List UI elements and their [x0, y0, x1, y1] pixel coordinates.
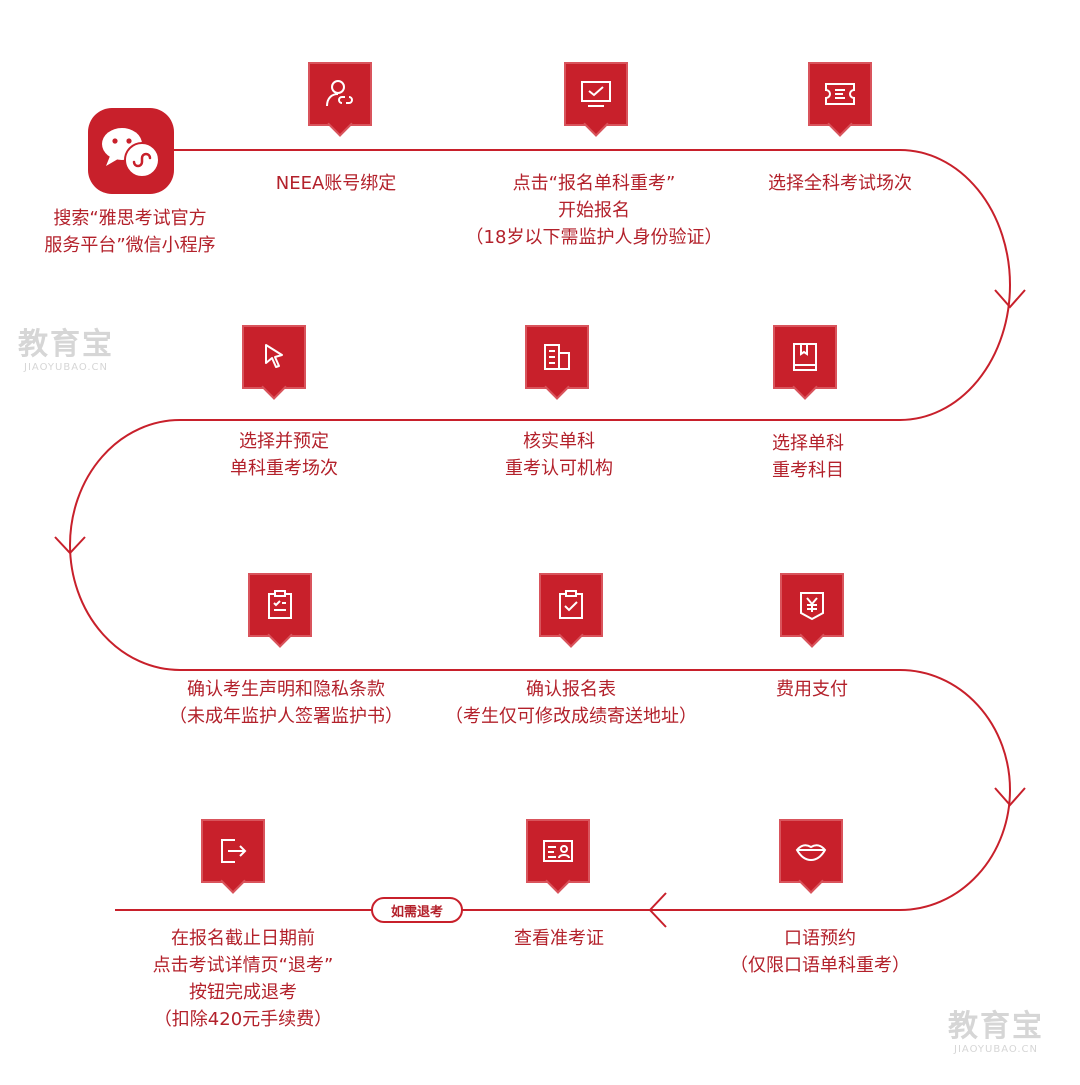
book-icon [793, 343, 817, 371]
step-confirm-form-label: 确认报名表 （考生仅可修改成绩寄送地址） [445, 679, 697, 727]
step-confirm-form-icon-box [539, 573, 603, 637]
flow-arrow-right-2 [994, 787, 1026, 807]
step-verify-institution-icon-box [525, 325, 589, 389]
step-declaration-icon-box [248, 573, 312, 637]
clipboard-list-icon [268, 590, 292, 619]
step-full-session-label: 选择全科考试场次 [768, 173, 912, 194]
step-full-session-icon-box [808, 62, 872, 126]
step-withdraw-icon-box [201, 819, 265, 883]
exit-icon [221, 839, 247, 863]
user-link-icon [326, 80, 353, 107]
step-start-register-icon-box [564, 62, 628, 126]
clipboard-check-icon [559, 590, 583, 619]
step-verify-institution-label: 核实单科 重考认可机构 [505, 431, 613, 479]
flow-arrow-left [54, 536, 86, 555]
step-start-register-label: 点击“报名单科重考” 开始报名 （18岁以下需监护人身份验证） [465, 173, 723, 248]
monitor-check-icon [581, 81, 611, 107]
step-payment-icon-box [780, 573, 844, 637]
building-icon [544, 344, 570, 370]
ticket-icon [825, 83, 855, 105]
step-speaking-icon-box [779, 819, 843, 883]
wechat-mini-program-icon [102, 128, 160, 178]
step-neea-account-label: NEEA账号绑定 [275, 173, 397, 194]
watermark-left: 教育宝 JIAOYUBAO.CN [18, 327, 114, 374]
step-reserve-session-label: 选择并预定 单科重考场次 [230, 431, 338, 479]
step-payment-label: 费用支付 [776, 679, 848, 700]
cursor-icon [265, 344, 283, 368]
flow-path [69, 149, 1011, 911]
step-speaking-label: 口语预约 （仅限口语单科重考） [730, 928, 910, 976]
start-step-label: 搜索“雅思考试官方 服务平台”微信小程序 [44, 208, 216, 256]
step-withdraw-label: 在报名截止日期前 点击考试详情页“退考” 按钮完成退考 （扣除420元手续费） [152, 928, 334, 1030]
id-card-icon [543, 840, 573, 862]
flow-arrow-back [648, 892, 667, 928]
step-select-subject-icon-box [773, 325, 837, 389]
yuan-payment-icon [800, 592, 824, 621]
watermark-bottom-right: 教育宝 JIAOYUBAO.CN [948, 1009, 1044, 1056]
step-neea-account-icon-box [308, 62, 372, 126]
step-select-subject-label: 选择单科 重考科目 [772, 433, 844, 481]
flow-arrow-right-1 [994, 289, 1026, 309]
step-declaration-label: 确认考生声明和隐私条款 （未成年监护人签署监护书） [169, 679, 403, 727]
step-reserve-session-icon-box [242, 325, 306, 389]
wechat-mini-program-logo [88, 108, 174, 194]
step-admission-ticket-icon-box [526, 819, 590, 883]
refund-badge: 如需退考 [371, 897, 463, 923]
step-admission-ticket-label: 查看准考证 [514, 928, 604, 949]
lips-icon [795, 844, 827, 862]
